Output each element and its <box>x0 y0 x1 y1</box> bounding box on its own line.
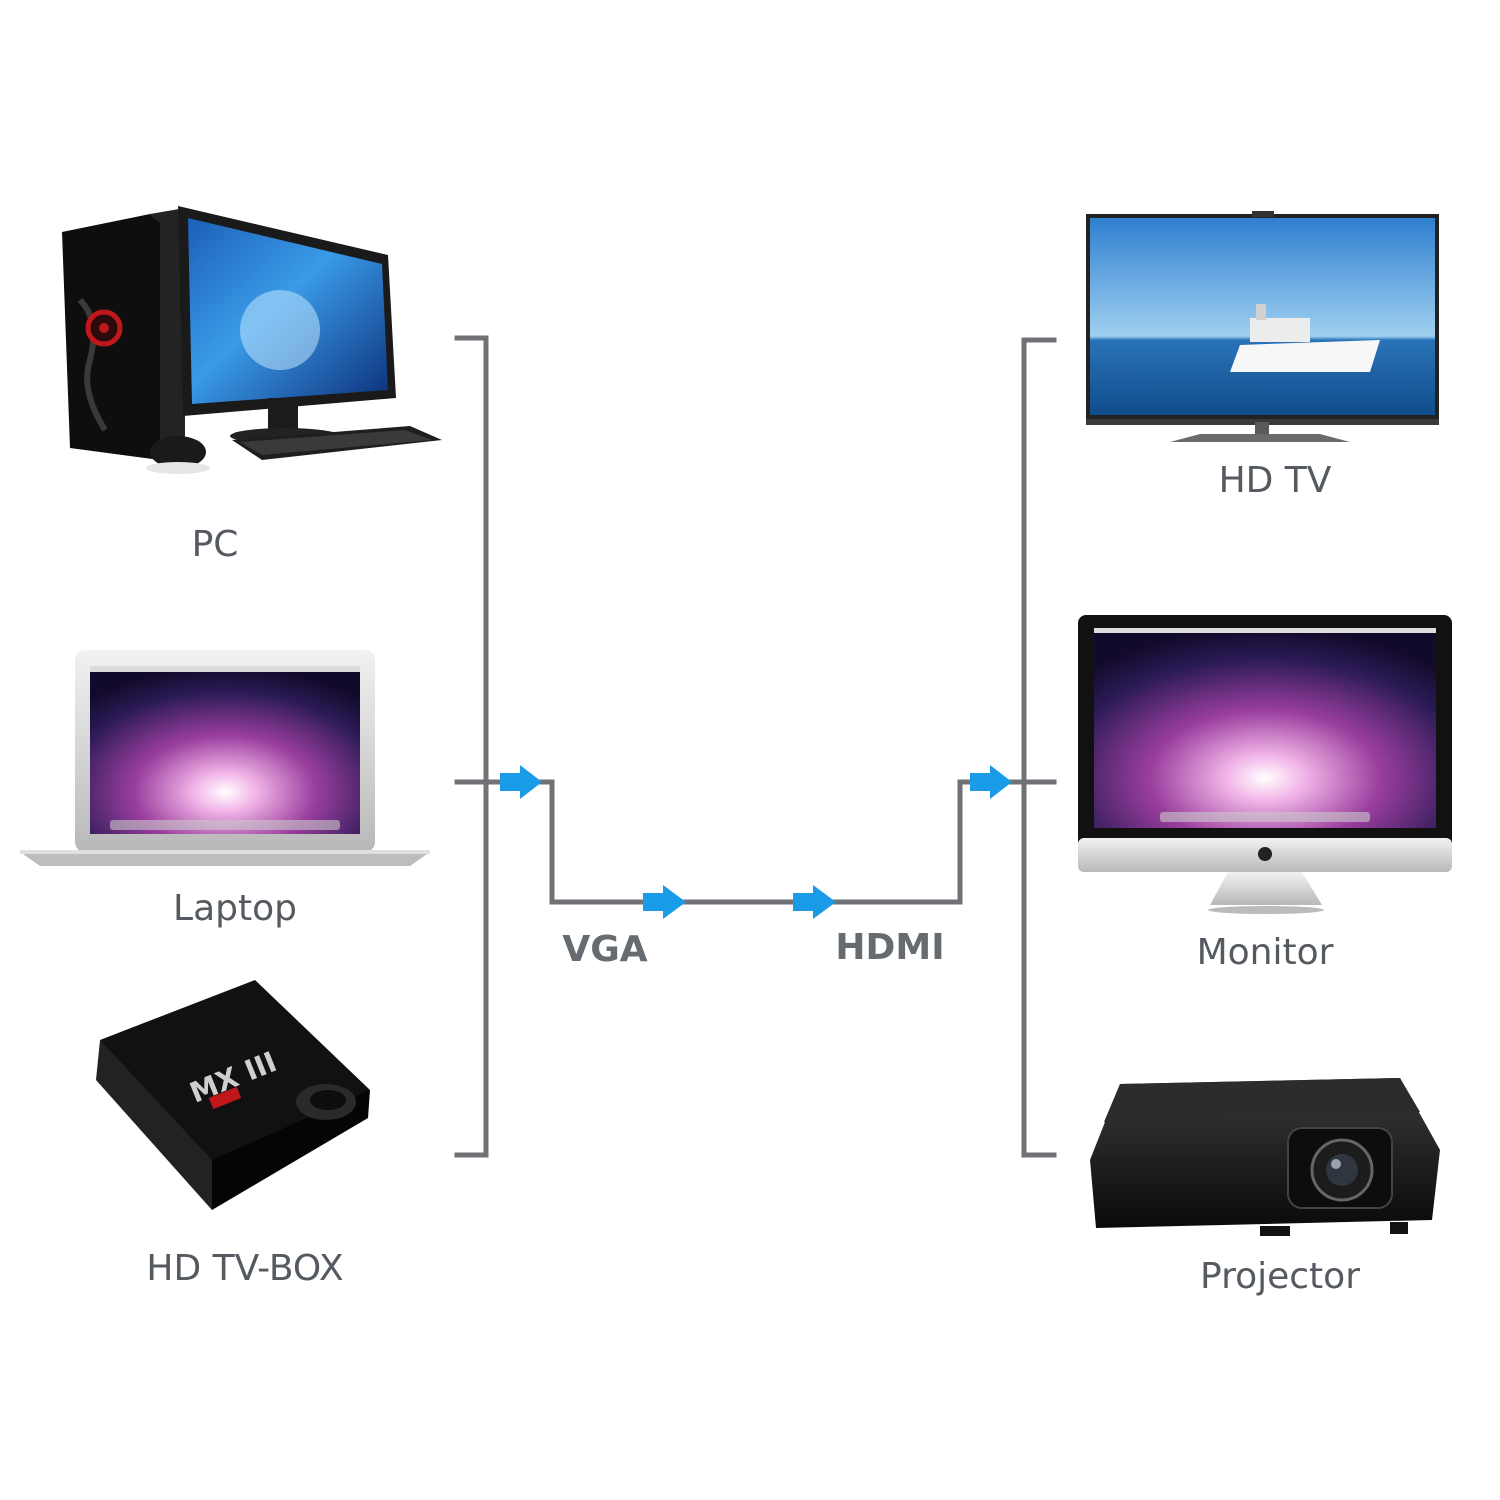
pc-icon <box>62 206 442 474</box>
hd-tv-icon <box>1086 211 1439 442</box>
vga-label: VGA <box>562 929 648 970</box>
monitor-icon <box>1078 615 1452 914</box>
tv-box-label: HD TV-BOX <box>146 1248 344 1289</box>
laptop-label: Laptop <box>173 888 297 929</box>
connection-lines <box>454 335 1057 1158</box>
hdmi-label: HDMI <box>835 927 945 968</box>
arrow-icon <box>500 765 1012 919</box>
hd-tv-label: HD TV <box>1218 460 1332 501</box>
tv-box-icon: MX III <box>96 980 370 1210</box>
projector-icon <box>1090 1078 1440 1236</box>
monitor-label: Monitor <box>1196 932 1334 973</box>
pc-label: PC <box>191 524 239 565</box>
projector-label: Projector <box>1200 1256 1360 1297</box>
laptop-icon <box>20 650 430 866</box>
